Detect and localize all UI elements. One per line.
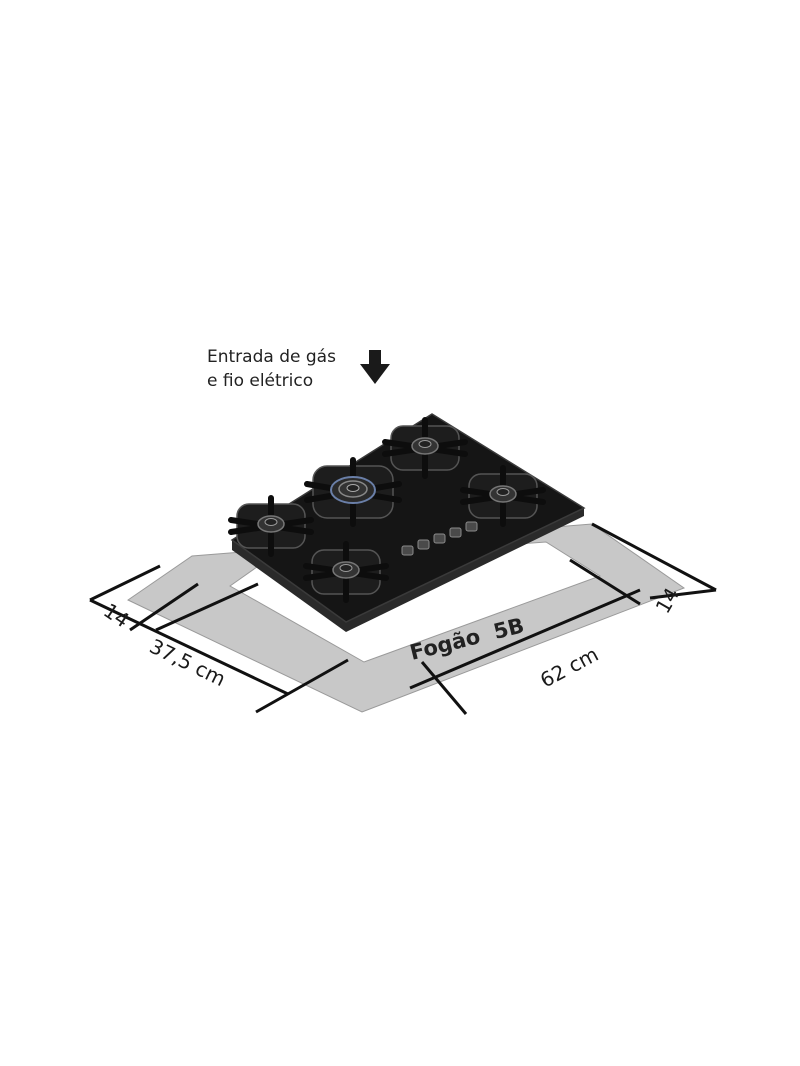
- burner-right: [460, 465, 546, 527]
- burner-center-triple-ring: [304, 457, 402, 527]
- gas-inlet-note-line2: e fio elétrico: [207, 371, 314, 391]
- burner-front: [303, 541, 389, 603]
- gas-inlet-note: Entrada de gás e fio elétrico: [207, 345, 367, 393]
- control-knobs: [401, 521, 478, 556]
- svg-text:62 cm: 62 cm: [536, 642, 602, 692]
- gas-inlet-note-line1: Entrada de gás: [207, 347, 336, 367]
- label-left-depth: 14: [99, 598, 134, 632]
- svg-text:14: 14: [99, 598, 134, 632]
- burner-left: [228, 495, 314, 557]
- label-cutout-width: 62 cm: [536, 642, 602, 692]
- burner-back: [382, 417, 468, 479]
- arrow-down-icon: [360, 350, 390, 384]
- dimension-lines: [89, 522, 717, 715]
